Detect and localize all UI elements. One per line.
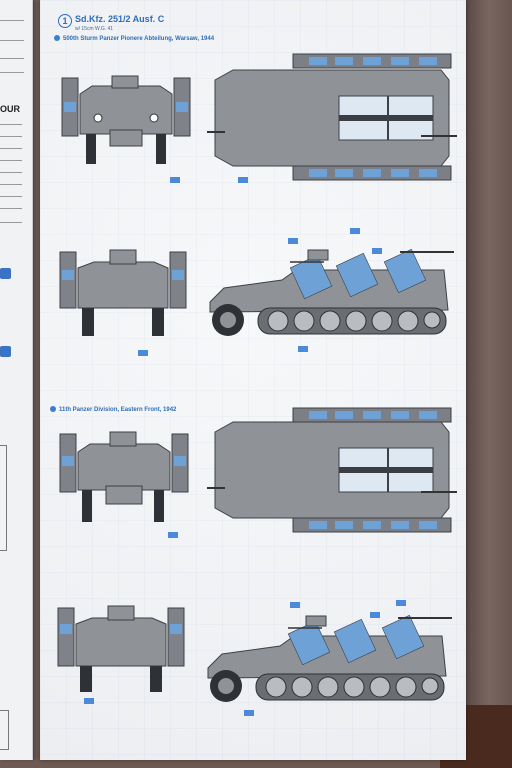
divider [0, 160, 22, 161]
divider [0, 172, 22, 173]
paint-callout [372, 248, 382, 254]
rear-view-a [59, 249, 187, 336]
background-table [466, 0, 512, 768]
divider [0, 222, 22, 223]
divider [0, 72, 24, 73]
side-view-a [209, 248, 454, 336]
vehicle-title: Sd.Kfz. 251/2 Ausf. C [75, 14, 165, 24]
paint-callout [170, 177, 180, 183]
divider [0, 58, 24, 59]
divider [0, 148, 22, 149]
paint-callout [370, 612, 380, 618]
scheme-b-label: 11th Panzer Division, Eastern Front, 194… [50, 406, 176, 413]
side-view-b [207, 614, 452, 702]
front-view-a [61, 75, 191, 164]
paint-callout [238, 177, 248, 183]
section-title-fragment: OUR [0, 104, 20, 114]
frame-box [0, 445, 7, 551]
divider [0, 20, 24, 21]
divider [0, 208, 22, 209]
paint-callout [396, 600, 406, 606]
left-instruction-sheet: OUR [0, 0, 33, 760]
rear-view-b [57, 605, 185, 692]
paint-callout [138, 350, 148, 356]
paint-callout [350, 228, 360, 234]
frame-box [0, 710, 9, 750]
paint-callout [168, 532, 178, 538]
front-view-b [59, 431, 189, 522]
divider [0, 136, 22, 137]
vehicle-subtitle: w/ 15cm W.G. 41 [75, 26, 114, 32]
divider [0, 196, 22, 197]
paint-callout [244, 710, 254, 716]
top-view-a [207, 53, 457, 181]
paint-callout [84, 698, 94, 704]
paint-callout [298, 346, 308, 352]
divider [0, 40, 24, 41]
paint-reference-icon [0, 268, 11, 279]
top-view-b [207, 407, 457, 533]
step-number: 1 [58, 14, 72, 28]
paint-callout [290, 602, 300, 608]
divider [0, 124, 22, 125]
paint-callout [288, 238, 298, 244]
divider [0, 184, 22, 185]
scheme-a-label: 500th Sturm Panzer Pionere Abteilung, Wa… [54, 35, 214, 42]
paint-reference-icon [0, 346, 11, 357]
